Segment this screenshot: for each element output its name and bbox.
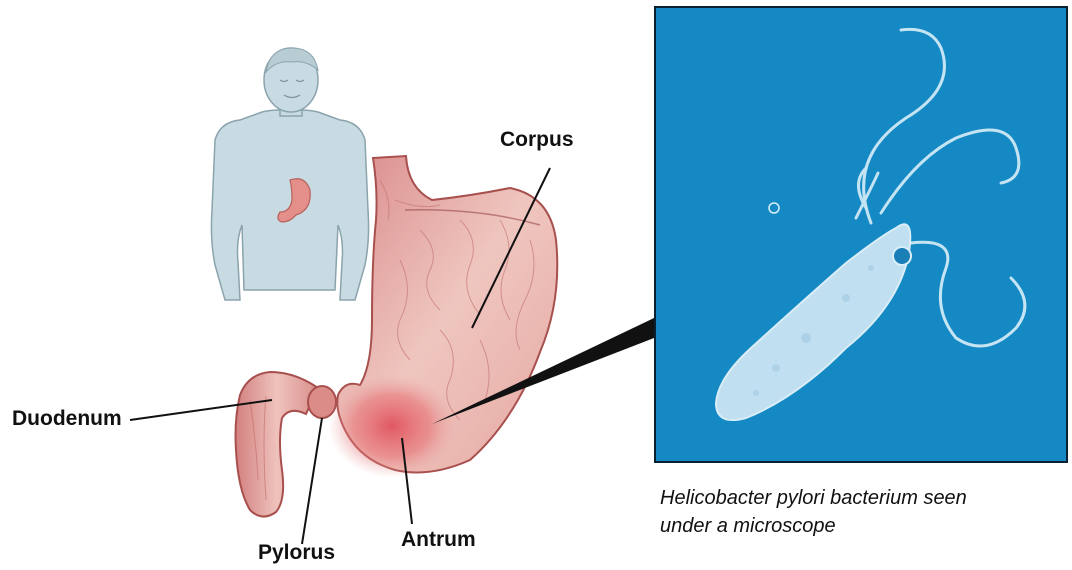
pylorus-label: Pylorus [258, 541, 335, 565]
bacterium-body [716, 224, 910, 420]
microscope-caption: Helicobacter pylori bacterium seen under… [660, 484, 1060, 540]
caption-line-1: Helicobacter pylori bacterium seen [660, 484, 1060, 512]
antrum-inflamed-area [328, 374, 456, 478]
antrum-label: Antrum [401, 528, 476, 552]
duodenum-label: Duodenum [12, 407, 122, 431]
helicobacter-bacterium-image [656, 8, 1066, 461]
duodenum-shape [236, 372, 319, 517]
pylorus-leader-line [302, 418, 322, 544]
corpus-label: Corpus [500, 128, 574, 152]
caption-line-2: under a microscope [660, 512, 1060, 540]
human-body-silhouette [211, 48, 368, 300]
microscope-image-panel [654, 6, 1068, 463]
